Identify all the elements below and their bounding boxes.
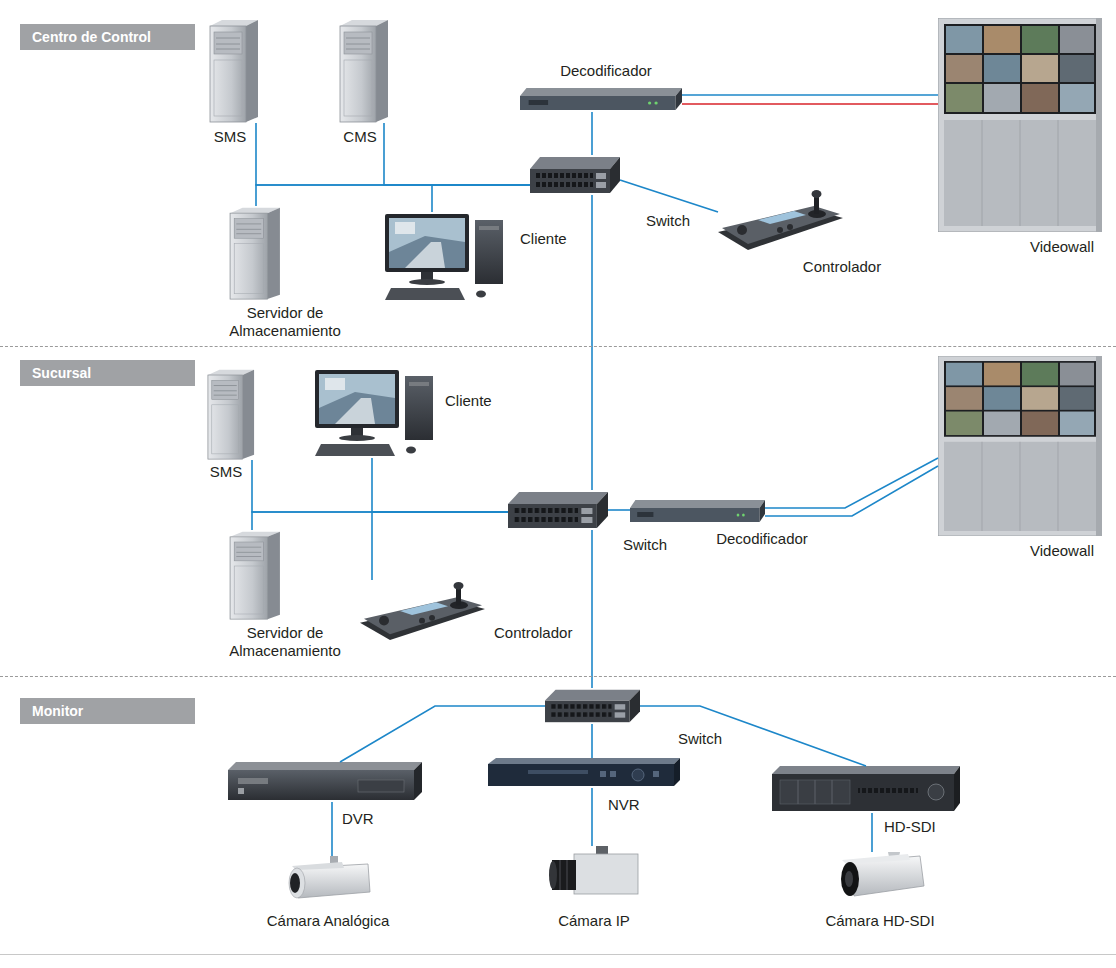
hdsdi-recorder-picture (772, 766, 960, 811)
hdsdi-recorder: HD-SDI (772, 766, 960, 813)
dvr-picture (228, 762, 422, 800)
network-switch: Switch (508, 490, 608, 530)
device-label: Switch (665, 730, 735, 748)
network-link (682, 103, 938, 105)
network-switch: Switch (530, 155, 620, 195)
ptz-controller: Controlador (360, 580, 485, 642)
videowall-display: Videowall (938, 356, 1102, 536)
server-icon: CMS (338, 18, 390, 123)
network-link (682, 94, 938, 96)
device-label: Servidor de Almacenamiento (218, 624, 352, 660)
device-label: Cliente (520, 230, 567, 248)
camera-picture (289, 856, 370, 898)
device-label: Switch (633, 212, 703, 230)
section-title: Centro de Control (20, 24, 195, 50)
network-link (432, 185, 530, 212)
nvr-picture (488, 758, 680, 786)
device-label: Cámara Analógica (248, 912, 408, 930)
videowall-picture (938, 18, 1102, 232)
network-link (640, 706, 866, 766)
decoder-device: Decodificador (520, 88, 682, 112)
device-label: HD-SDI (884, 818, 936, 836)
controller-picture (718, 190, 843, 250)
switch-picture (530, 157, 620, 193)
ip-camera: Cámara IP (548, 846, 640, 904)
camera-picture (549, 846, 638, 894)
network-link (620, 180, 718, 212)
section-title: Monitor (20, 698, 195, 724)
device-label: Videowall (1007, 238, 1116, 256)
dvr-recorder: DVR (228, 762, 422, 802)
device-label: Servidor de Almacenamiento (218, 304, 352, 340)
ptz-controller: Controlador (718, 188, 843, 252)
decoder-picture (630, 500, 765, 522)
server-picture (340, 20, 388, 122)
network-link (340, 706, 545, 762)
computer-picture (315, 370, 433, 456)
computer-picture (385, 214, 503, 300)
network-link (372, 512, 508, 580)
server-icon: Servidor de Almacenamiento (228, 206, 282, 300)
server-picture (230, 532, 280, 619)
section-title: Sucursal (20, 360, 195, 386)
device-label: Cámara IP (534, 912, 654, 930)
network-link (591, 195, 593, 490)
server-picture (210, 20, 258, 122)
server-icon: Servidor de Almacenamiento (228, 530, 282, 620)
nvr-recorder: NVR (488, 758, 680, 788)
videowall-display: Videowall (938, 18, 1102, 232)
network-switch: Switch (545, 688, 640, 724)
network-link (871, 813, 873, 852)
network-link (256, 185, 530, 206)
server-picture (230, 208, 280, 299)
client-computer: Cliente (315, 368, 435, 458)
device-label: Switch (610, 536, 680, 554)
device-label: Controlador (494, 624, 572, 642)
server-picture (208, 370, 254, 459)
analog-camera: Cámara Analógica (282, 856, 372, 904)
device-label: Decodificador (536, 62, 676, 80)
decoder-device: Decodificador (630, 500, 765, 524)
device-label: DVR (342, 810, 374, 828)
device-label: Controlador (782, 258, 902, 276)
section-band: Centro de ControlSMSCMSDecodificadorVide… (0, 0, 1116, 347)
client-computer: Cliente (385, 212, 505, 302)
server-icon: SMS (206, 368, 256, 460)
decoder-picture (520, 88, 682, 110)
device-label: Cliente (445, 392, 492, 410)
network-link (608, 509, 630, 511)
videowall-picture (938, 356, 1102, 536)
switch-picture (508, 492, 608, 528)
network-link (252, 460, 508, 512)
network-link (331, 802, 333, 856)
device-label: SMS (196, 463, 256, 481)
network-link (384, 123, 530, 185)
network-link (765, 466, 938, 516)
camera-picture (841, 852, 924, 896)
network-link (372, 458, 508, 512)
device-label: Videowall (1007, 542, 1116, 560)
network-link (591, 530, 593, 688)
hdsdi-camera: Cámara HD-SDI (828, 852, 928, 904)
network-link (591, 112, 593, 155)
network-link (591, 724, 593, 758)
section-band: SucursalSMSClienteVideowallSwitchDecodif… (0, 347, 1116, 677)
controller-picture (360, 582, 485, 640)
device-label: SMS (200, 128, 260, 146)
network-link (256, 123, 530, 185)
network-link (765, 458, 938, 508)
device-label: Cámara HD-SDI (810, 912, 950, 930)
device-label: Decodificador (692, 530, 832, 548)
server-icon: SMS (208, 18, 260, 123)
device-label: NVR (608, 796, 640, 814)
network-link (591, 788, 593, 846)
device-label: CMS (330, 128, 390, 146)
switch-picture (545, 690, 640, 722)
section-band: MonitorSwitchDVRNVRHD-SDICámara Analógic… (0, 677, 1116, 955)
network-link (252, 512, 508, 530)
